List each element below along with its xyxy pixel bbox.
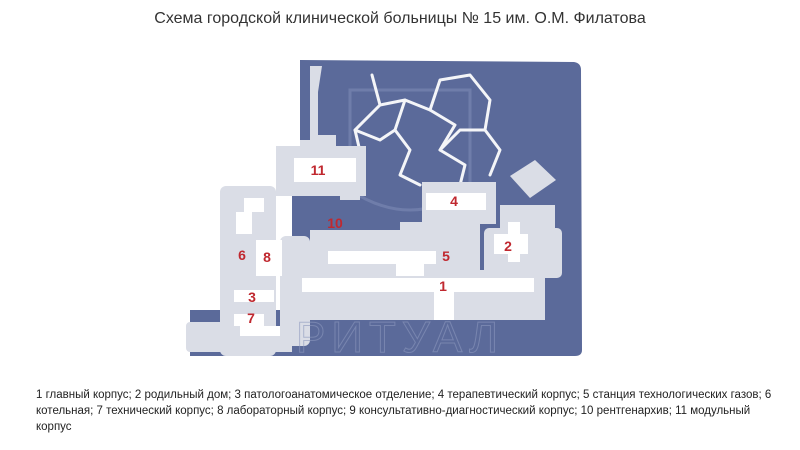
building-label-1[interactable]: 1	[439, 278, 447, 294]
buildings-shapes	[234, 158, 534, 336]
building-label-8[interactable]: 8	[263, 249, 271, 265]
watermark-text: РИТУАЛ	[296, 313, 504, 362]
paths-network	[348, 73, 502, 187]
building-label-4[interactable]: 4	[450, 193, 458, 209]
map-title: Схема городской клинической больницы № 1…	[154, 10, 646, 27]
building-label-10[interactable]: 10	[327, 215, 343, 231]
building-label-5[interactable]: 5	[442, 248, 450, 264]
building-label-3[interactable]: 3	[248, 289, 256, 305]
building-label-6[interactable]: 6	[238, 247, 246, 263]
building-label-2[interactable]: 2	[504, 238, 512, 254]
building-label-11[interactable]: 11	[311, 162, 326, 178]
hospital-map: 1 2 3 4 5 6 7 8 10 11 РИТУАЛ	[186, 60, 582, 363]
map-legend: 1 главный корпус; 2 родильный дом; 3 пат…	[36, 389, 772, 433]
building-label-7[interactable]: 7	[247, 310, 255, 326]
